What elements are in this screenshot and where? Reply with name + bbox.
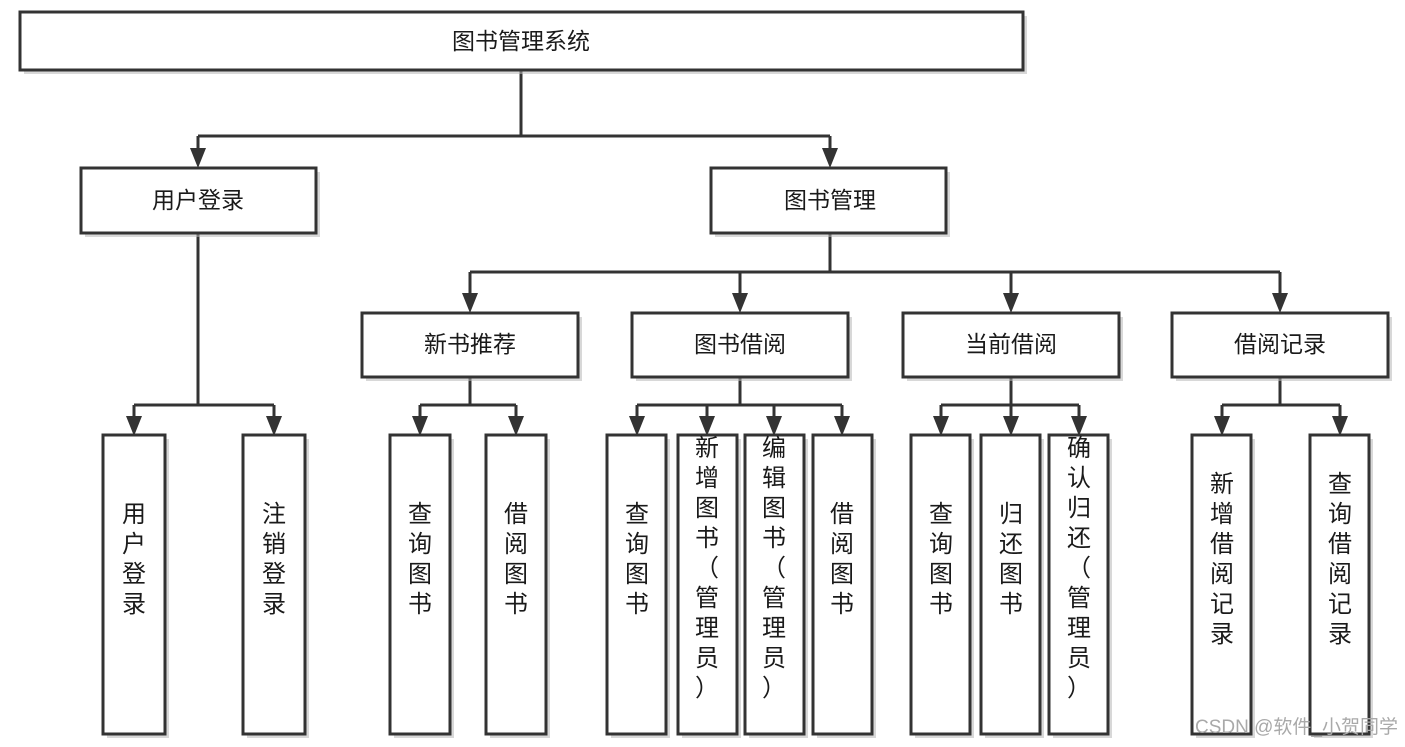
node-new-book-rec-box[interactable] <box>360 311 580 379</box>
node-leaf-return-book-label: 归还图书 <box>999 501 1023 618</box>
arrowhead-leaf-logout <box>266 416 282 436</box>
node-leaf-query-book-2[interactable]: 查询图书 <box>605 433 670 738</box>
node-leaf-confirm-return-box[interactable] <box>1047 433 1110 736</box>
node-leaf-query-book-2-label: 查询图书 <box>625 501 649 618</box>
node-leaf-logout-box[interactable] <box>241 433 307 736</box>
node-leaf-query-record[interactable]: 查询借阅记录 <box>1308 433 1373 738</box>
node-leaf-confirm-return-label: 确认归还（管理员） <box>1067 435 1091 702</box>
node-leaf-edit-book-box[interactable] <box>743 433 806 736</box>
node-leaf-query-book-1-box[interactable] <box>388 433 452 736</box>
connector-group-current-borrow-to-leaves <box>933 377 1087 436</box>
arrowhead-borrow-record <box>1272 293 1288 313</box>
connector-group-root-to-level2 <box>190 70 838 168</box>
arrowhead-leaf-query-book-1 <box>412 416 428 436</box>
node-current-borrow-box[interactable] <box>901 311 1121 379</box>
node-book-manage[interactable]: 图书管理 <box>709 166 950 237</box>
node-leaf-return-book[interactable]: 归还图书 <box>979 433 1044 738</box>
node-book-borrow-box[interactable] <box>630 311 850 379</box>
arrowhead-current-borrow <box>1003 293 1019 313</box>
arrowhead-leaf-borrow-book-2 <box>834 416 850 436</box>
node-leaf-edit-book[interactable]: 编辑图书（管理员） <box>743 433 808 738</box>
arrowhead-leaf-edit-book <box>766 416 782 436</box>
connector-group-borrow-record-to-leaves <box>1214 377 1348 436</box>
node-leaf-query-book-1[interactable]: 查询图书 <box>388 433 454 738</box>
node-leaf-borrow-book-2-label: 借阅图书 <box>830 501 854 618</box>
node-leaf-borrow-book-1-box[interactable] <box>484 433 548 736</box>
connector-group-new-book-rec-to-leaves <box>412 377 524 436</box>
node-leaf-return-book-box[interactable] <box>979 433 1042 736</box>
node-book-borrow[interactable]: 图书借阅 <box>630 311 852 381</box>
node-leaf-query-book-2-box[interactable] <box>605 433 668 736</box>
connector-group-user-login-to-leaves <box>126 233 282 436</box>
arrowhead-book-manage <box>822 148 838 168</box>
node-leaf-query-record-box[interactable] <box>1308 433 1371 736</box>
node-leaf-query-book-3[interactable]: 查询图书 <box>909 433 974 738</box>
node-leaf-query-book-1-label: 查询图书 <box>408 501 432 618</box>
node-borrow-record-box[interactable] <box>1170 311 1390 379</box>
node-leaf-borrow-book-1-label: 借阅图书 <box>504 501 528 618</box>
arrowhead-leaf-query-record <box>1332 416 1348 436</box>
arrowhead-leaf-add-record <box>1214 416 1230 436</box>
node-root[interactable]: 图书管理系统 <box>18 10 1027 74</box>
node-book-manage-label: 图书管理 <box>784 187 876 213</box>
node-user-login-box[interactable] <box>79 166 318 235</box>
node-current-borrow[interactable]: 当前借阅 <box>901 311 1123 381</box>
arrowhead-leaf-confirm-return <box>1071 416 1087 436</box>
node-leaf-add-book-label: 新增图书（管理员） <box>695 435 719 702</box>
node-leaf-add-record-label: 新增借阅记录 <box>1210 471 1234 648</box>
watermark-label: CSDN @软件_小贺同学 <box>1195 716 1398 738</box>
arrowhead-leaf-borrow-book-1 <box>508 416 524 436</box>
node-borrow-record-label: 借阅记录 <box>1234 331 1326 357</box>
node-user-login[interactable]: 用户登录 <box>79 166 320 237</box>
node-leaf-add-record-box[interactable] <box>1190 433 1253 736</box>
arrowhead-user-login <box>190 148 206 168</box>
arrowhead-leaf-query-book-3 <box>933 416 949 436</box>
node-user-login-label: 用户登录 <box>152 187 244 213</box>
node-borrow-record[interactable]: 借阅记录 <box>1170 311 1392 381</box>
node-book-borrow-label: 图书借阅 <box>694 331 786 357</box>
node-leaf-add-record[interactable]: 新增借阅记录 <box>1190 433 1255 738</box>
node-book-manage-box[interactable] <box>709 166 948 235</box>
node-root-label: 图书管理系统 <box>452 28 590 54</box>
node-leaf-user-login-box[interactable] <box>101 433 167 736</box>
node-leaf-borrow-book-1[interactable]: 借阅图书 <box>484 433 550 738</box>
arrowhead-leaf-add-book <box>699 416 715 436</box>
connector-group-book-borrow-to-leaves <box>629 377 850 436</box>
node-leaf-query-book-3-label: 查询图书 <box>929 501 953 618</box>
arrowhead-leaf-return-book <box>1003 416 1019 436</box>
node-current-borrow-label: 当前借阅 <box>965 331 1057 357</box>
arrowhead-new-book-rec <box>462 293 478 313</box>
node-leaf-user-login[interactable]: 用户登录 <box>101 433 169 738</box>
node-leaf-logout-label: 注销登录 <box>262 501 286 618</box>
arrowhead-leaf-query-book-2 <box>629 416 645 436</box>
node-new-book-rec-label: 新书推荐 <box>424 331 516 357</box>
arrowhead-book-borrow <box>732 293 748 313</box>
node-leaf-user-login-label: 用户登录 <box>122 501 146 618</box>
node-leaf-confirm-return[interactable]: 确认归还（管理员） <box>1047 433 1112 738</box>
node-leaf-borrow-book-2[interactable]: 借阅图书 <box>811 433 876 738</box>
node-leaf-query-record-label: 查询借阅记录 <box>1328 471 1352 648</box>
node-root-box[interactable] <box>18 10 1025 72</box>
node-leaf-edit-book-label: 编辑图书（管理员） <box>762 435 786 702</box>
node-leaf-add-book-box[interactable] <box>676 433 739 736</box>
node-leaf-logout[interactable]: 注销登录 <box>241 433 309 738</box>
node-leaf-query-book-3-box[interactable] <box>909 433 972 736</box>
node-leaf-borrow-book-2-box[interactable] <box>811 433 874 736</box>
node-new-book-rec[interactable]: 新书推荐 <box>360 311 582 381</box>
connector-group-book-manage-to-level3 <box>462 233 1288 313</box>
arrowhead-leaf-user-login <box>126 416 142 436</box>
node-leaf-add-book[interactable]: 新增图书（管理员） <box>676 433 741 738</box>
